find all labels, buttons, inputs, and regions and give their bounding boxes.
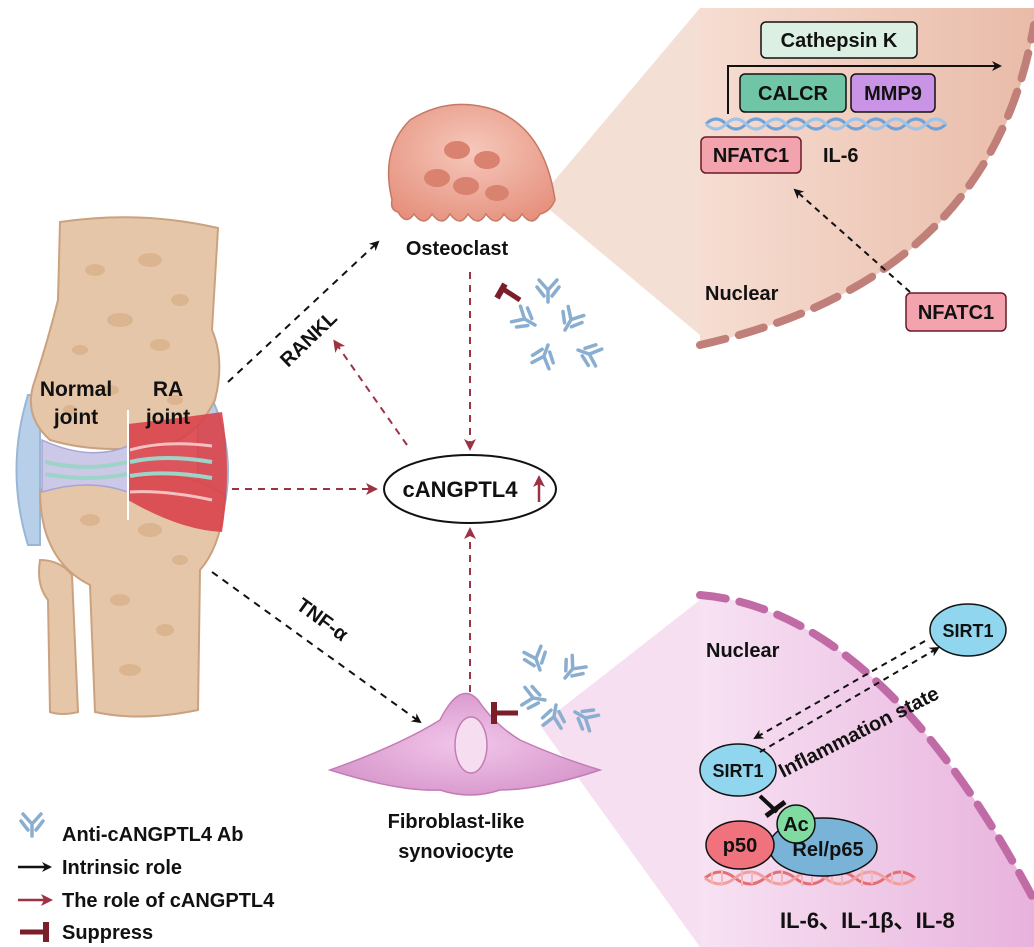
cathepsin-k-box: Cathepsin K bbox=[760, 21, 918, 59]
cangptl4-label: cANGPTL4 bbox=[403, 477, 519, 502]
normal-joint-label-line2: joint bbox=[53, 406, 98, 429]
legend-suppress-icon bbox=[20, 922, 49, 942]
rankl-arrow bbox=[227, 240, 380, 383]
legend-suppress-label: Suppress bbox=[62, 922, 153, 944]
tnf-label: TNF-α bbox=[292, 594, 352, 646]
il6-top-label: IL-6 bbox=[823, 145, 859, 167]
p50-protein: p50 bbox=[705, 820, 775, 870]
legend-antibody-icon bbox=[19, 812, 45, 838]
p50-label: p50 bbox=[723, 835, 757, 857]
legend: Anti-cANGPTL4 Ab Intrinsic role The role… bbox=[18, 812, 275, 944]
tnf-arrow bbox=[211, 571, 422, 724]
osteoclast-suppress-symbol bbox=[494, 282, 522, 303]
fls-label-line2: synoviocyte bbox=[398, 841, 514, 863]
calcr-box: CALCR bbox=[739, 73, 847, 113]
osteoclast-cell bbox=[387, 103, 556, 222]
legend-cangptl4-label: The role of cANGPTL4 bbox=[62, 890, 275, 912]
bottom-nuclear-envelope bbox=[696, 591, 1034, 904]
cangptl4-to-rankl-arrow bbox=[333, 339, 408, 446]
dna-helix-top bbox=[704, 117, 948, 131]
sirt1-inside: SIRT1 bbox=[699, 743, 777, 797]
normal-joint-label-line1: Normal bbox=[40, 378, 112, 401]
legend-antibody-label: Anti-cANGPTL4 Ab bbox=[62, 824, 243, 846]
ac-label: Ac bbox=[783, 814, 809, 836]
mmp9-label: MMP9 bbox=[864, 83, 922, 105]
nfatc1-free-box: NFATC1 bbox=[905, 292, 1007, 332]
fibroblast-like-synoviocyte-cell bbox=[327, 692, 603, 796]
osteoclast-label: Osteoclast bbox=[406, 238, 509, 260]
cathepsin-k-label: Cathepsin K bbox=[781, 30, 898, 52]
nfatc1-bound-label: NFATC1 bbox=[713, 145, 789, 167]
sirt1-outside: SIRT1 bbox=[929, 603, 1007, 657]
nfatc1-import-arrow bbox=[793, 188, 911, 293]
mmp9-box: MMP9 bbox=[850, 73, 936, 113]
top-nuclear-label: Nuclear bbox=[705, 283, 779, 305]
fls-label-line1: Fibroblast-like bbox=[388, 811, 525, 833]
sirt1-outside-label: SIRT1 bbox=[942, 621, 993, 641]
cytokines-label: IL-6、IL-1β、IL-8 bbox=[780, 908, 955, 933]
acetyl-group: Ac bbox=[776, 804, 816, 844]
sirt1-export-arrow bbox=[759, 646, 940, 753]
bottom-nuclear-label: Nuclear bbox=[706, 640, 780, 662]
ra-joint-label-line2: joint bbox=[145, 406, 190, 429]
calcr-label: CALCR bbox=[758, 83, 829, 105]
antibody-cluster-top-icon bbox=[508, 278, 605, 372]
sirt1-suppress-symbol bbox=[758, 794, 787, 819]
nfatc1-bound-box: NFATC1 bbox=[700, 136, 802, 174]
rankl-label: RANKL bbox=[276, 307, 342, 371]
cangptl4-node: cANGPTL4 bbox=[383, 454, 557, 524]
ra-joint-label-line1: RA bbox=[153, 378, 183, 401]
legend-intrinsic-label: Intrinsic role bbox=[62, 857, 182, 879]
top-nuclear-envelope bbox=[696, 21, 1034, 349]
relp65-label: Rel/p65 bbox=[792, 839, 863, 861]
transcription-arrow bbox=[727, 61, 1002, 114]
fls-suppress-symbol bbox=[491, 702, 518, 724]
nfatc1-free-label: NFATC1 bbox=[918, 302, 994, 324]
sirt1-inside-label: SIRT1 bbox=[712, 761, 763, 781]
knee-joint-illustration bbox=[15, 216, 229, 718]
